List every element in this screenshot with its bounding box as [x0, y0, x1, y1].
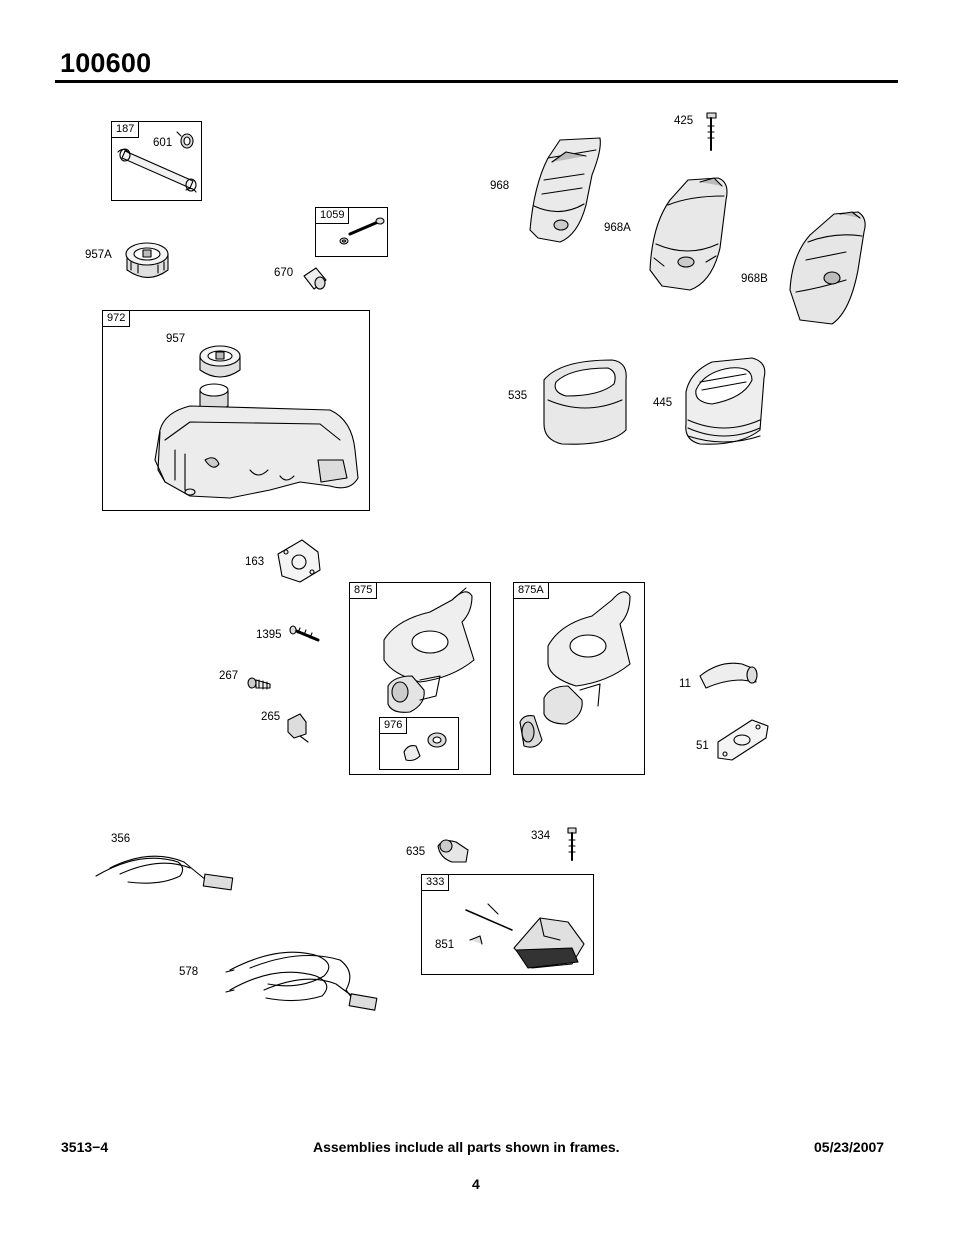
intake-icon-875	[383, 587, 475, 713]
frame-875: 875	[349, 582, 491, 775]
page-title: 100600	[60, 48, 152, 78]
screw-icon-1395	[289, 625, 320, 642]
screw-icon-425	[706, 112, 717, 151]
frame-label-972: 972	[103, 311, 131, 327]
intake-icon-875a	[519, 591, 631, 748]
part-number-968b: 968B	[741, 273, 768, 285]
part-number-957: 957	[166, 333, 186, 345]
part-number-445: 445	[653, 397, 673, 409]
hose-clamp-icon	[176, 131, 194, 149]
part-number-968: 968	[490, 180, 510, 192]
frame-875a: 875A	[513, 582, 645, 775]
air-cleaner-cover-icon-968	[529, 137, 601, 243]
gasket-icon-163	[277, 539, 321, 583]
part-number-968a: 968A	[604, 222, 631, 234]
frame-label-976: 976	[380, 718, 408, 734]
part-number-535: 535	[508, 390, 528, 402]
clip-icon-265	[287, 713, 309, 743]
frame-label-333: 333	[422, 875, 450, 891]
fuel-line-tube-icon	[117, 148, 197, 193]
part-number-356: 356	[111, 833, 131, 845]
footer-date: 05/23/2007	[814, 1139, 885, 1155]
frame-1059: 1059	[315, 207, 388, 257]
frame-label-875a: 875A	[514, 583, 549, 599]
footer-note: Assemblies include all parts shown in fr…	[313, 1139, 620, 1155]
footer-doc-number: 3513−4	[61, 1139, 109, 1155]
air-filter-icon	[685, 357, 766, 445]
air-cleaner-cover-icon-968b	[789, 211, 866, 325]
frame-label-875: 875	[350, 583, 378, 599]
part-number-51: 51	[696, 740, 709, 752]
ground-wire-icon	[95, 855, 234, 891]
bushing-icon	[303, 267, 327, 290]
frame-label-1059: 1059	[316, 208, 350, 224]
screw-icon-267	[247, 677, 271, 690]
part-number-11: 11	[679, 678, 691, 690]
part-number-957a: 957A	[85, 249, 112, 261]
screw-icon-1059	[339, 217, 385, 245]
part-number-578: 578	[179, 966, 199, 978]
part-number-1395: 1395	[256, 629, 282, 641]
part-number-425: 425	[674, 115, 694, 127]
frame-333: 333	[421, 874, 594, 975]
gasket-icon-51	[717, 719, 769, 761]
spark-plug-boot-icon	[437, 839, 469, 863]
part-number-635: 635	[406, 846, 426, 858]
part-number-163: 163	[245, 556, 265, 568]
air-cleaner-cover-icon-968a	[649, 177, 728, 291]
cap-icon-976	[403, 732, 447, 762]
part-number-851: 851	[435, 939, 455, 951]
page-number: 4	[472, 1176, 480, 1192]
wire-harness-icon	[225, 951, 378, 1011]
frame-976: 976	[379, 717, 459, 770]
frame-label-187: 187	[112, 122, 140, 138]
elbow-hose-icon	[699, 662, 758, 689]
header-rule	[55, 80, 898, 83]
part-number-601: 601	[153, 137, 173, 149]
part-number-670: 670	[274, 267, 294, 279]
fuel-tank-icon	[154, 345, 359, 499]
fuel-cap-icon-957a	[125, 242, 169, 279]
part-number-267: 267	[219, 670, 239, 682]
frame-187: 187	[111, 121, 202, 201]
part-number-334: 334	[531, 830, 551, 842]
part-number-265: 265	[261, 711, 281, 723]
screw-icon-334	[567, 827, 577, 861]
foam-filter-icon	[543, 359, 627, 445]
frame-972: 972	[102, 310, 370, 511]
ignition-armature-icon	[465, 903, 585, 969]
